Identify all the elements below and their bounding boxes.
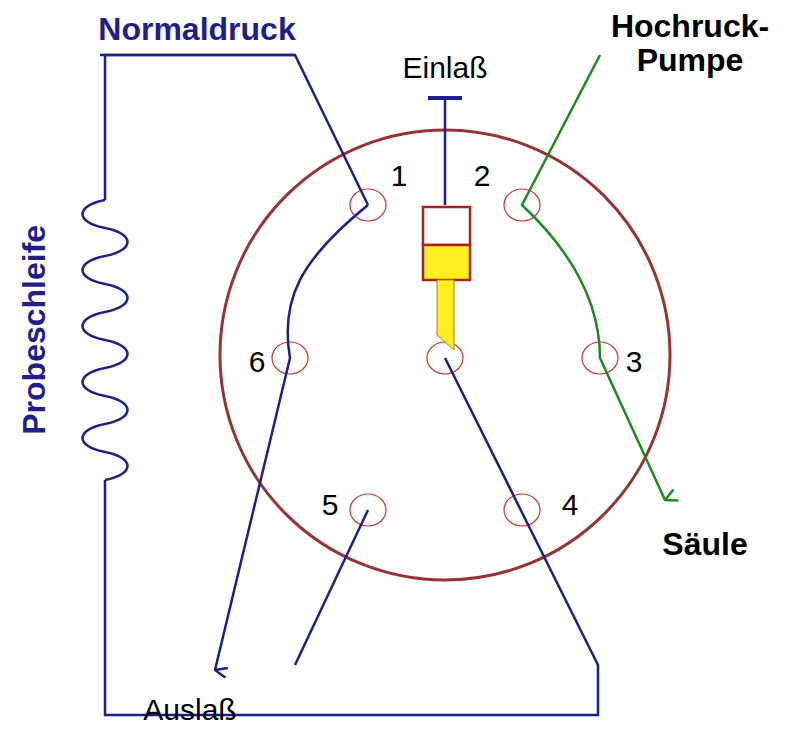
inlet-label: Einlaß [402, 52, 487, 84]
port-number: 5 [322, 489, 339, 521]
sample-loop-label: Probeschleife [18, 225, 52, 435]
pump-label: Hochruck- Pumpe [585, 10, 795, 77]
pressure-label: Normaldruck [98, 13, 295, 47]
port-number: 2 [474, 160, 491, 192]
port-number: 3 [626, 346, 643, 378]
outlet-label: Auslaß [143, 694, 236, 726]
port-number: 4 [562, 489, 579, 521]
column-label: Säule [662, 528, 747, 562]
syringe [423, 207, 470, 350]
blue-lines [83, 55, 599, 715]
port-number: 1 [391, 160, 408, 192]
port-number: 6 [249, 346, 266, 378]
valve-ports [272, 189, 618, 526]
pump-flow-line [522, 55, 665, 500]
